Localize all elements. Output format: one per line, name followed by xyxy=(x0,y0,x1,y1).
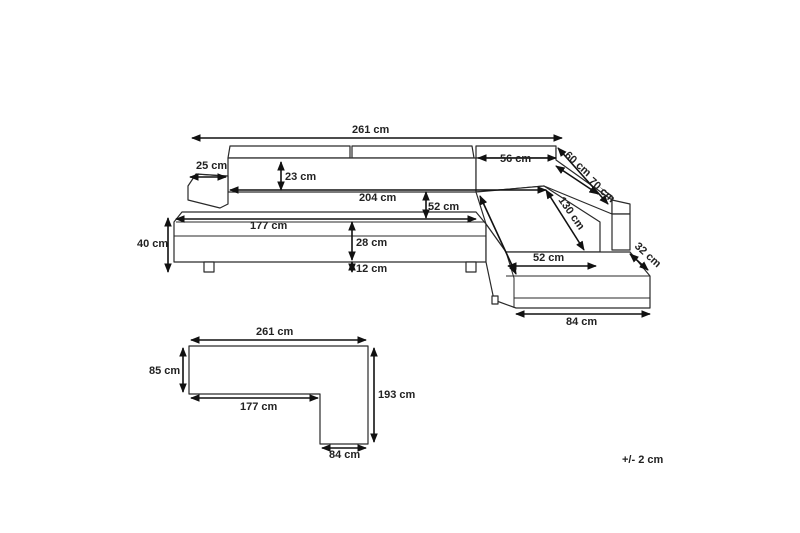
label-total-height: 40 cm xyxy=(137,238,168,250)
dimension-lines xyxy=(164,134,651,318)
label-back-length: 204 cm xyxy=(359,192,397,204)
label-seat-length: 177 cm xyxy=(250,220,288,232)
label-seat-height: 28 cm xyxy=(356,237,387,249)
plan-outline xyxy=(188,345,369,445)
leg-left xyxy=(203,261,215,273)
headrest-left xyxy=(227,145,351,159)
leg-middle xyxy=(465,261,477,273)
backrest xyxy=(227,157,477,193)
plan-label-chaise-width: 84 cm xyxy=(329,449,360,461)
label-leg-height: 12 cm xyxy=(356,263,387,275)
plan-label-length: 193 cm xyxy=(378,389,416,401)
label-back-height: 52 cm xyxy=(428,201,459,213)
label-headrest-depth: 56 cm xyxy=(500,153,531,165)
tolerance-note: +/- 2 cm xyxy=(622,454,664,466)
label-overall-width: 261 cm xyxy=(352,124,390,136)
plan-view: 261 cm 85 cm 193 cm 177 cm 84 cm xyxy=(149,326,416,461)
label-chaise-depth: 84 cm xyxy=(566,316,597,328)
chaise-back-panel xyxy=(611,213,631,251)
label-headrest-height: 23 cm xyxy=(285,171,316,183)
plan-label-width: 261 cm xyxy=(256,326,294,338)
leg-chaise xyxy=(491,295,499,305)
label-armrest-width: 25 cm xyxy=(196,160,227,172)
headrest-middle xyxy=(351,145,475,159)
label-chaise-seat-depth: 52 cm xyxy=(533,252,564,264)
plan-label-inner-length: 177 cm xyxy=(240,401,278,413)
plan-label-depth: 85 cm xyxy=(149,365,180,377)
armrest xyxy=(187,173,229,209)
